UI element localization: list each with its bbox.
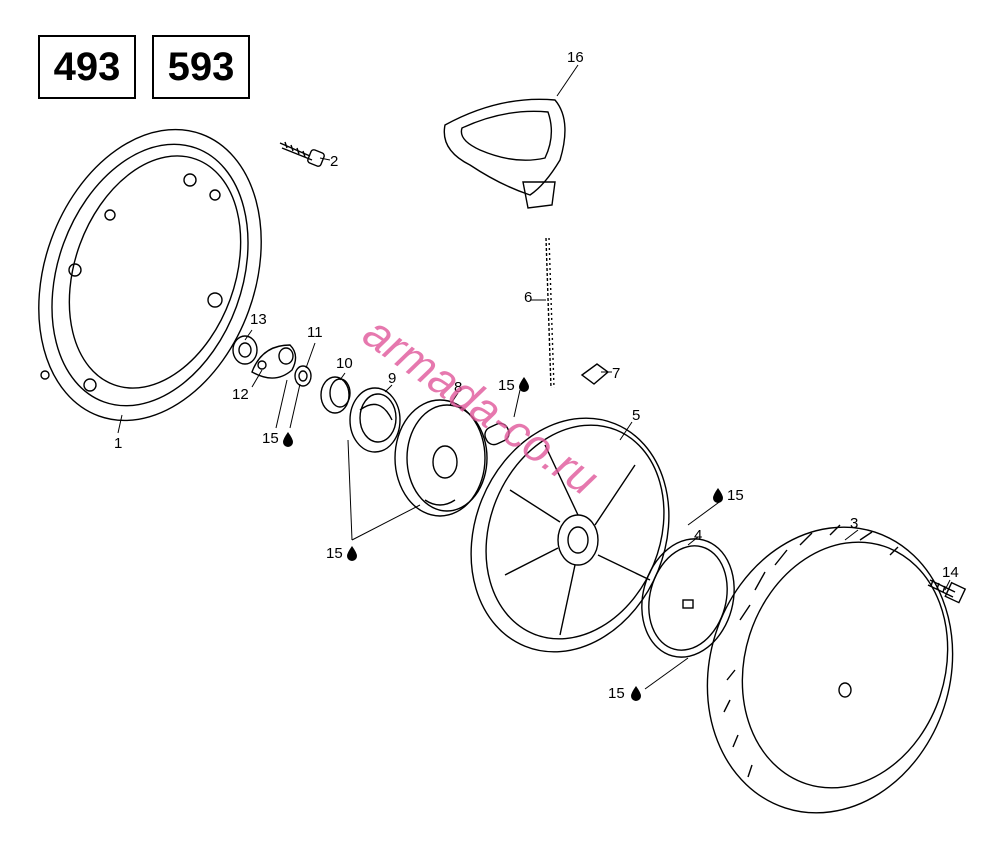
callout-10: 10: [336, 355, 353, 372]
part-13-seal: [232, 335, 258, 365]
callout-1: 1: [114, 435, 122, 452]
callout-15-near-8: 15: [498, 377, 515, 394]
part-14-bolt: [927, 579, 967, 604]
callout-4: 4: [694, 527, 702, 544]
callout-14: 14: [942, 564, 959, 581]
part-2-screw: [279, 141, 325, 167]
lube-drops: [283, 377, 723, 701]
callout-13: 13: [250, 311, 267, 328]
part-1-housing-ring: [38, 128, 262, 422]
part-9-cam: [349, 387, 401, 453]
model-badge-493: 493: [38, 35, 136, 99]
part-7-clip: [580, 363, 610, 385]
drop-icon: [713, 488, 723, 503]
callout-15-near-9: 15: [326, 545, 343, 562]
callout-9: 9: [388, 370, 396, 387]
callout-7: 7: [612, 365, 620, 382]
callout-2: 2: [330, 153, 338, 170]
leader-lines: [117, 64, 951, 690]
callout-labels: 1 2 3 4 5 6 7 8 9 10 11 12 13 14 16 15 1…: [114, 49, 959, 702]
callout-15-near-12: 15: [262, 430, 279, 447]
part-16-handle: [443, 98, 566, 209]
model-badge-593: 593: [152, 35, 250, 99]
part-8-pin: [484, 422, 510, 446]
callout-16: 16: [567, 49, 584, 66]
part-6-rope: [545, 237, 555, 389]
part-11-washer: [294, 365, 312, 387]
drop-icon: [347, 546, 357, 561]
callout-6: 6: [524, 289, 532, 306]
drop-icon: [283, 432, 293, 447]
part-3-starter-cover: [706, 524, 954, 814]
callout-12: 12: [232, 386, 249, 403]
callout-15-near-spring: 15: [608, 685, 625, 702]
callout-3: 3: [850, 515, 858, 532]
drop-icon: [631, 686, 641, 701]
watermark: armada-co.ru: [354, 306, 608, 506]
part-12-plate: [251, 344, 297, 379]
part-10-bushing: [320, 376, 351, 414]
callout-11: 11: [307, 324, 323, 341]
part-8-spring-cover: [394, 399, 488, 517]
callout-15-near-4: 15: [727, 487, 744, 504]
drop-icon: [519, 377, 529, 392]
callout-5: 5: [632, 407, 640, 424]
callout-8: 8: [454, 379, 462, 396]
part-4-spring: [641, 538, 735, 658]
